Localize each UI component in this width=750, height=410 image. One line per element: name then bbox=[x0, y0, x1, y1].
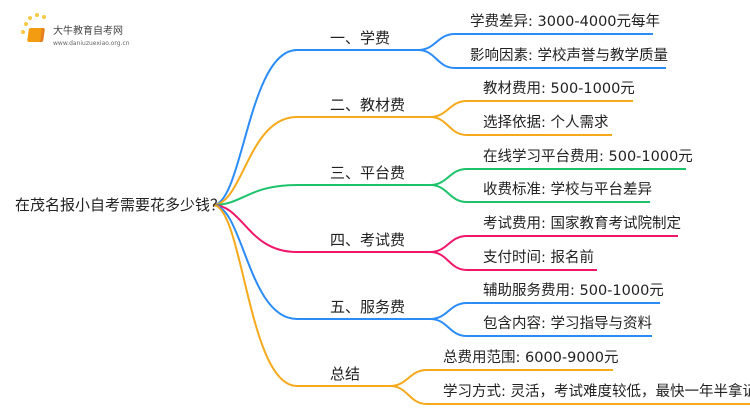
leaf-item: 学费差异: 3000-4000元每年 bbox=[470, 14, 661, 30]
leaf-connector bbox=[429, 184, 650, 203]
leaf-item: 影响因素: 学校声誉与教学质量 bbox=[470, 48, 668, 64]
branch-connector bbox=[212, 204, 430, 253]
leaf-connector bbox=[417, 33, 653, 51]
branch-connector bbox=[212, 204, 430, 320]
leaf-item: 收费标准: 学校与平台差异 bbox=[483, 182, 652, 198]
leaf-item: 选择依据: 个人需求 bbox=[483, 115, 609, 131]
leaf-connector bbox=[429, 100, 633, 118]
leaf-item: 包含内容: 学习指导与资料 bbox=[483, 316, 652, 332]
leaf-connector bbox=[429, 116, 612, 136]
leaf-connector bbox=[389, 385, 750, 405]
leaf-item: 总费用范围: 6000-9000元 bbox=[443, 350, 619, 366]
branch-platform: 三、平台费 bbox=[330, 164, 406, 182]
branch-summary: 总结 bbox=[330, 365, 361, 383]
leaf-item: 辅助服务费用: 500-1000元 bbox=[483, 283, 664, 299]
branch-exam: 四、考试费 bbox=[330, 231, 406, 249]
branch-textbook: 二、教材费 bbox=[330, 96, 406, 114]
branch-connector bbox=[212, 49, 418, 206]
leaf-item: 支付时间: 报名前 bbox=[483, 250, 594, 266]
leaf-item: 在线学习平台费用: 500-1000元 bbox=[483, 149, 693, 165]
leaf-connector bbox=[417, 49, 666, 69]
branch-connector bbox=[212, 184, 430, 206]
logo-title: 大牛教育自考网 bbox=[53, 26, 123, 37]
leaf-connector bbox=[429, 318, 652, 337]
leaf-item: 考试费用: 国家教育考试院制定 bbox=[483, 216, 681, 232]
logo-url: www.daniuzuexiao.org.cn bbox=[53, 40, 130, 47]
leaf-connector bbox=[389, 369, 613, 387]
logo: 大牛教育自考网 www.daniuzuexiao.org.cn bbox=[18, 10, 158, 50]
leaf-item: 学习方式: 灵活，考试难度较低，最快一年半拿证 bbox=[443, 384, 750, 400]
branch-connector bbox=[212, 116, 430, 206]
leaf-connector bbox=[429, 168, 686, 186]
branch-tuition: 一、学费 bbox=[330, 29, 391, 47]
leaf-connector bbox=[429, 235, 678, 253]
branch-connector bbox=[212, 204, 390, 387]
branch-service: 五、服务费 bbox=[330, 298, 406, 316]
leaf-item: 教材费用: 500-1000元 bbox=[483, 81, 635, 97]
leaf-connector bbox=[429, 302, 660, 320]
leaf-connector bbox=[429, 251, 597, 271]
root-topic: 在茂名报小自考需要花多少钱？ bbox=[15, 196, 226, 214]
